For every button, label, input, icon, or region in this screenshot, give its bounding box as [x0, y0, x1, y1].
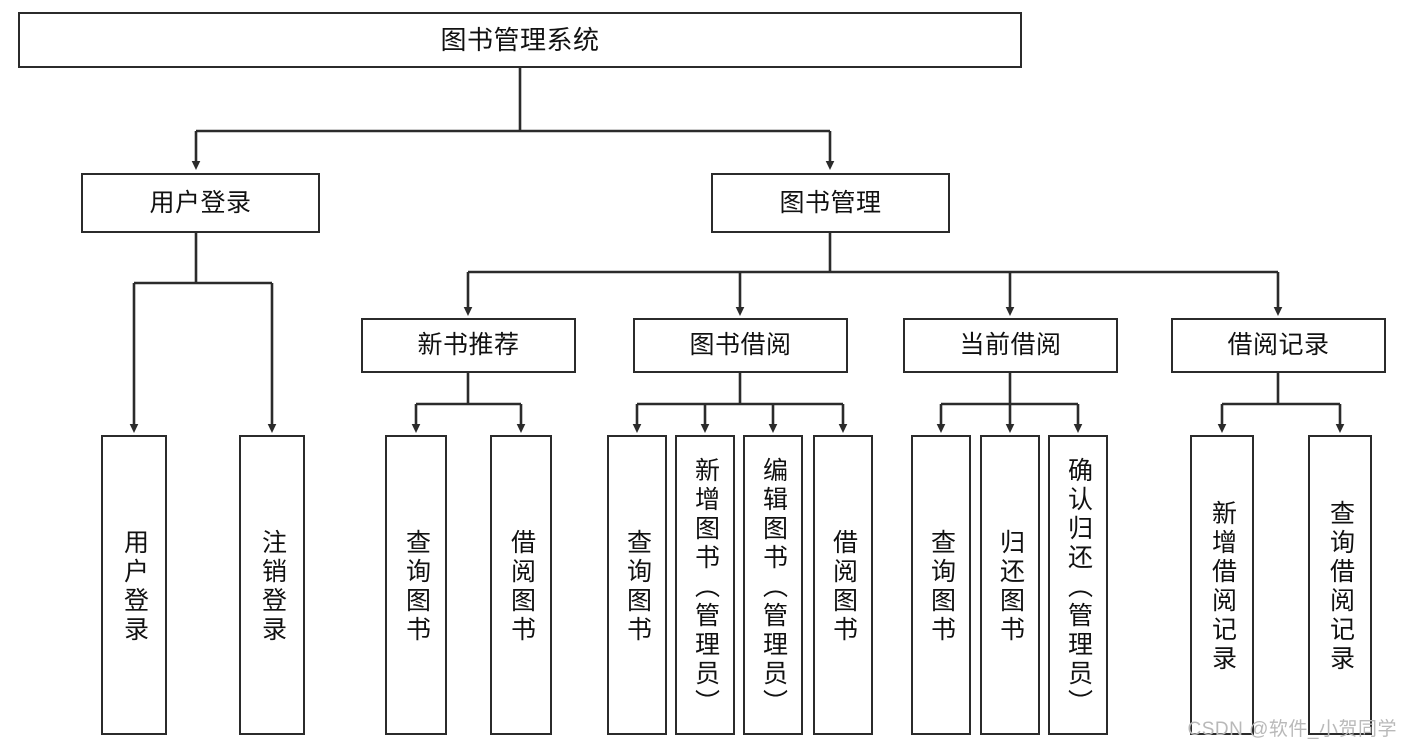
node-label: 图书管理系统 [440, 24, 600, 55]
leaf-logout[interactable]: 注销登录 [239, 435, 305, 735]
leaf-query-book[interactable]: 查询图书 [607, 435, 667, 735]
node-label: 新增图书（管理员） [691, 456, 720, 718]
node-user-login[interactable]: 用户登录 [81, 173, 320, 233]
node-label: 图书借阅 [689, 331, 792, 359]
node-label: 新增借阅记录 [1208, 500, 1237, 674]
node-label: 借阅图书 [829, 529, 858, 645]
node-label: 查询图书 [927, 529, 956, 645]
node-root-system[interactable]: 图书管理系统 [18, 12, 1022, 68]
node-label: 查询图书 [402, 529, 431, 645]
csdn-watermark: CSDN @软件_小贺同学 [1187, 719, 1397, 740]
node-book-borrow[interactable]: 图书借阅 [633, 318, 848, 373]
node-label: 用户登录 [120, 529, 149, 645]
node-label: 新书推荐 [417, 331, 520, 359]
node-label: 确认归还（管理员） [1064, 456, 1093, 718]
leaf-confirm-return-admin[interactable]: 确认归还（管理员） [1048, 435, 1108, 735]
node-label: 用户登录 [149, 188, 252, 217]
leaf-add-borrow-record[interactable]: 新增借阅记录 [1190, 435, 1254, 735]
node-label: 归还图书 [996, 529, 1025, 645]
node-label: 当前借阅 [959, 331, 1062, 359]
leaf-add-book-admin[interactable]: 新增图书（管理员） [675, 435, 735, 735]
node-label: 注销登录 [258, 529, 287, 645]
node-label: 借阅记录 [1227, 331, 1330, 359]
leaf-borrow-book-recommend[interactable]: 借阅图书 [490, 435, 552, 735]
leaf-return-book[interactable]: 归还图书 [980, 435, 1040, 735]
leaf-user-login[interactable]: 用户登录 [101, 435, 167, 735]
node-label: 图书管理 [779, 188, 882, 217]
leaf-query-book-recommend[interactable]: 查询图书 [385, 435, 447, 735]
leaf-query-book-current[interactable]: 查询图书 [911, 435, 971, 735]
leaf-edit-book-admin[interactable]: 编辑图书（管理员） [743, 435, 803, 735]
node-label: 编辑图书（管理员） [759, 456, 788, 718]
node-label: 借阅图书 [507, 529, 536, 645]
node-label: 查询图书 [623, 529, 652, 645]
node-book-management[interactable]: 图书管理 [711, 173, 950, 233]
leaf-query-borrow-record[interactable]: 查询借阅记录 [1308, 435, 1372, 735]
node-borrow-records[interactable]: 借阅记录 [1171, 318, 1386, 373]
node-new-book-recommend[interactable]: 新书推荐 [361, 318, 576, 373]
leaf-borrow-book[interactable]: 借阅图书 [813, 435, 873, 735]
node-current-borrow[interactable]: 当前借阅 [903, 318, 1118, 373]
node-label: 查询借阅记录 [1326, 500, 1355, 674]
